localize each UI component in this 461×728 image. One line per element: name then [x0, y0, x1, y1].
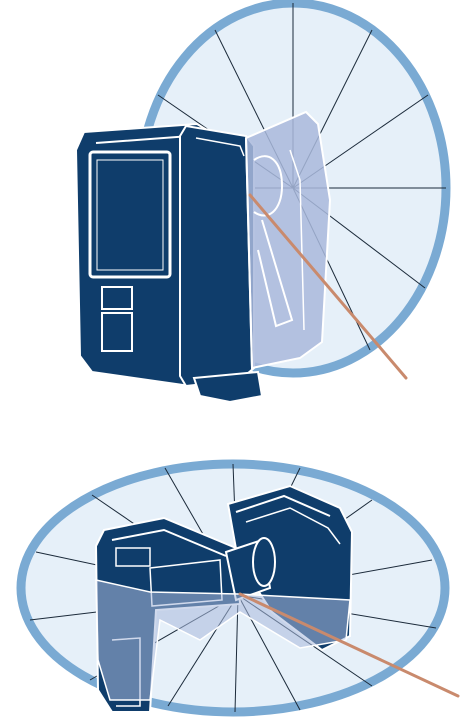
- horizontal-scan-figure: [21, 464, 458, 712]
- vertical-scan-figure: [76, 3, 446, 402]
- scanner-body-top: [76, 112, 330, 402]
